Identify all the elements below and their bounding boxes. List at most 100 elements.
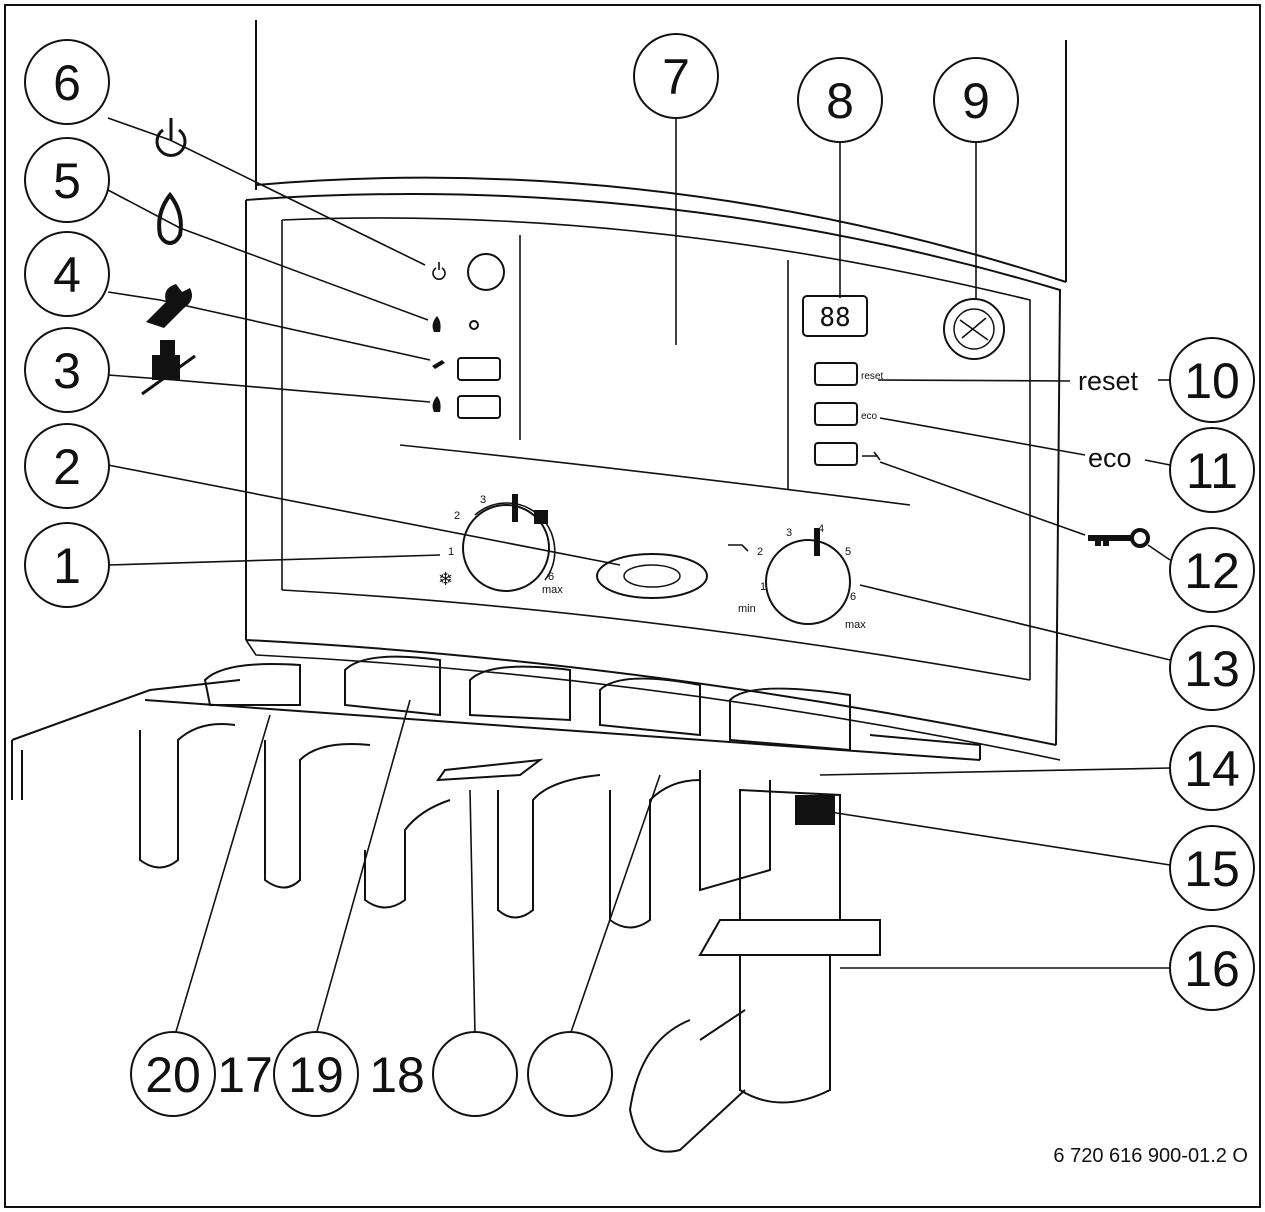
leader-4	[107, 291, 431, 361]
key-small-icon	[862, 451, 881, 461]
callout-19-circle	[273, 1031, 359, 1117]
chimney-small-icon	[432, 396, 441, 412]
heating-dial: 1 2 3 5 6 max ❄	[438, 494, 563, 596]
boiler-body	[245, 20, 1067, 761]
callout-20: 20	[145, 1047, 201, 1103]
leader-11a	[879, 417, 1086, 456]
tap-icon	[728, 544, 749, 552]
left-legend-icons	[141, 118, 1150, 548]
eco-button[interactable]	[814, 402, 858, 426]
reset-small-label: reset	[861, 371, 883, 382]
chimney-sweep-icon	[152, 340, 180, 380]
callout-9-circle	[933, 57, 1019, 143]
flame-small-icon	[432, 316, 441, 332]
callout-6-circle	[24, 39, 110, 125]
callout-13-circle	[1169, 625, 1255, 711]
water-tick-6: 6	[850, 591, 856, 603]
water-tick-5: 5	[845, 546, 851, 558]
leader-1	[107, 554, 441, 566]
callout-14: 14	[1184, 741, 1240, 797]
leader-11b	[1144, 459, 1171, 466]
callout-12: 12	[1184, 543, 1240, 599]
callout-5-circle	[24, 137, 110, 223]
leader-lines	[107, 108, 1171, 1036]
callout-4: 4	[53, 247, 81, 303]
service-button[interactable]	[457, 357, 501, 381]
display-digits: 88	[819, 303, 850, 333]
eco-label: eco	[1088, 443, 1132, 473]
water-tick-4: 4	[818, 523, 824, 535]
eco-small-label: eco	[861, 411, 878, 422]
callout-10: 10	[1184, 353, 1240, 409]
key-icon-bow	[1130, 528, 1150, 548]
leader-19	[315, 699, 411, 1036]
wrench-icon	[146, 284, 192, 328]
pressure-gauge-inner	[953, 308, 995, 350]
figure-code: 6 720 616 900-01.2 O	[1053, 1145, 1248, 1167]
heating-tick-max: max	[542, 584, 563, 596]
callout-14-circle	[1169, 725, 1255, 811]
heating-tick-2: 2	[454, 510, 460, 522]
wrench-small-icon	[432, 360, 445, 369]
diagnostic-interface	[596, 553, 708, 599]
figure-frame	[4, 4, 1261, 1208]
callout-7: 7	[662, 49, 690, 105]
power-button[interactable]	[467, 253, 505, 291]
flue-test-button[interactable]	[457, 395, 501, 419]
leader-12b	[1147, 544, 1171, 561]
leader-6	[107, 117, 426, 266]
callout-3: 3	[53, 343, 81, 399]
callout-8: 8	[826, 73, 854, 129]
left-controls	[432, 253, 505, 419]
leader-12a	[879, 461, 1086, 536]
callout-15-circle	[1169, 825, 1255, 911]
power-small-icon	[432, 262, 446, 280]
radiator-icon	[534, 510, 548, 524]
leader-2	[107, 464, 621, 566]
leader-14	[819, 767, 1171, 776]
callout-3-circle	[24, 327, 110, 413]
leader-13	[859, 584, 1171, 661]
reset-label: reset	[1078, 366, 1139, 396]
callout-20-circle	[130, 1031, 216, 1117]
callout-10-circle	[1169, 337, 1255, 423]
callout-empty-1	[432, 1031, 518, 1117]
heating-tick-1: 1	[448, 546, 454, 558]
callout-empty-2	[527, 1031, 613, 1117]
callout-19: 19	[288, 1047, 344, 1103]
callouts: 6 5 4 3 2 1 7 8 9 10 11 12 13 14 15 16	[24, 33, 1255, 1117]
heating-tick-6: 6	[548, 571, 554, 583]
leader-15	[829, 811, 1171, 866]
callout-18: 18	[369, 1047, 425, 1103]
pressure-gauge-needle	[959, 317, 989, 341]
hot-water-temperature-knob[interactable]	[765, 539, 851, 625]
flame-icon	[157, 191, 183, 246]
key-lock-button[interactable]	[814, 442, 858, 466]
chimney-sweep-icon-strike	[141, 354, 196, 396]
callout-11: 11	[1186, 443, 1238, 499]
snowflake-icon: ❄	[438, 569, 453, 589]
display-screen	[802, 295, 868, 337]
callout-17: 17	[217, 1047, 273, 1103]
callout-11-circle	[1169, 427, 1255, 513]
callout-9: 9	[962, 73, 990, 129]
water-tick-2: 2	[757, 546, 763, 558]
heating-tick-3: 3	[480, 494, 486, 506]
reset-button[interactable]	[814, 362, 858, 386]
leader-10a	[877, 379, 1071, 382]
hot-water-dial: 1 2 3 4 5 6 min max	[728, 523, 866, 631]
leader-5	[107, 189, 429, 321]
water-tick-3: 3	[786, 527, 792, 539]
callout-4-circle	[24, 231, 110, 317]
leader-20	[174, 714, 271, 1036]
power-icon	[155, 128, 187, 157]
callout-2: 2	[53, 439, 81, 495]
callout-15: 15	[1184, 841, 1240, 897]
heating-dial-pointer	[512, 494, 518, 522]
leader-17	[569, 774, 661, 1036]
pipe-fittings	[11, 655, 981, 1153]
callout-13: 13	[1184, 641, 1240, 697]
heating-temperature-knob[interactable]	[462, 504, 550, 592]
